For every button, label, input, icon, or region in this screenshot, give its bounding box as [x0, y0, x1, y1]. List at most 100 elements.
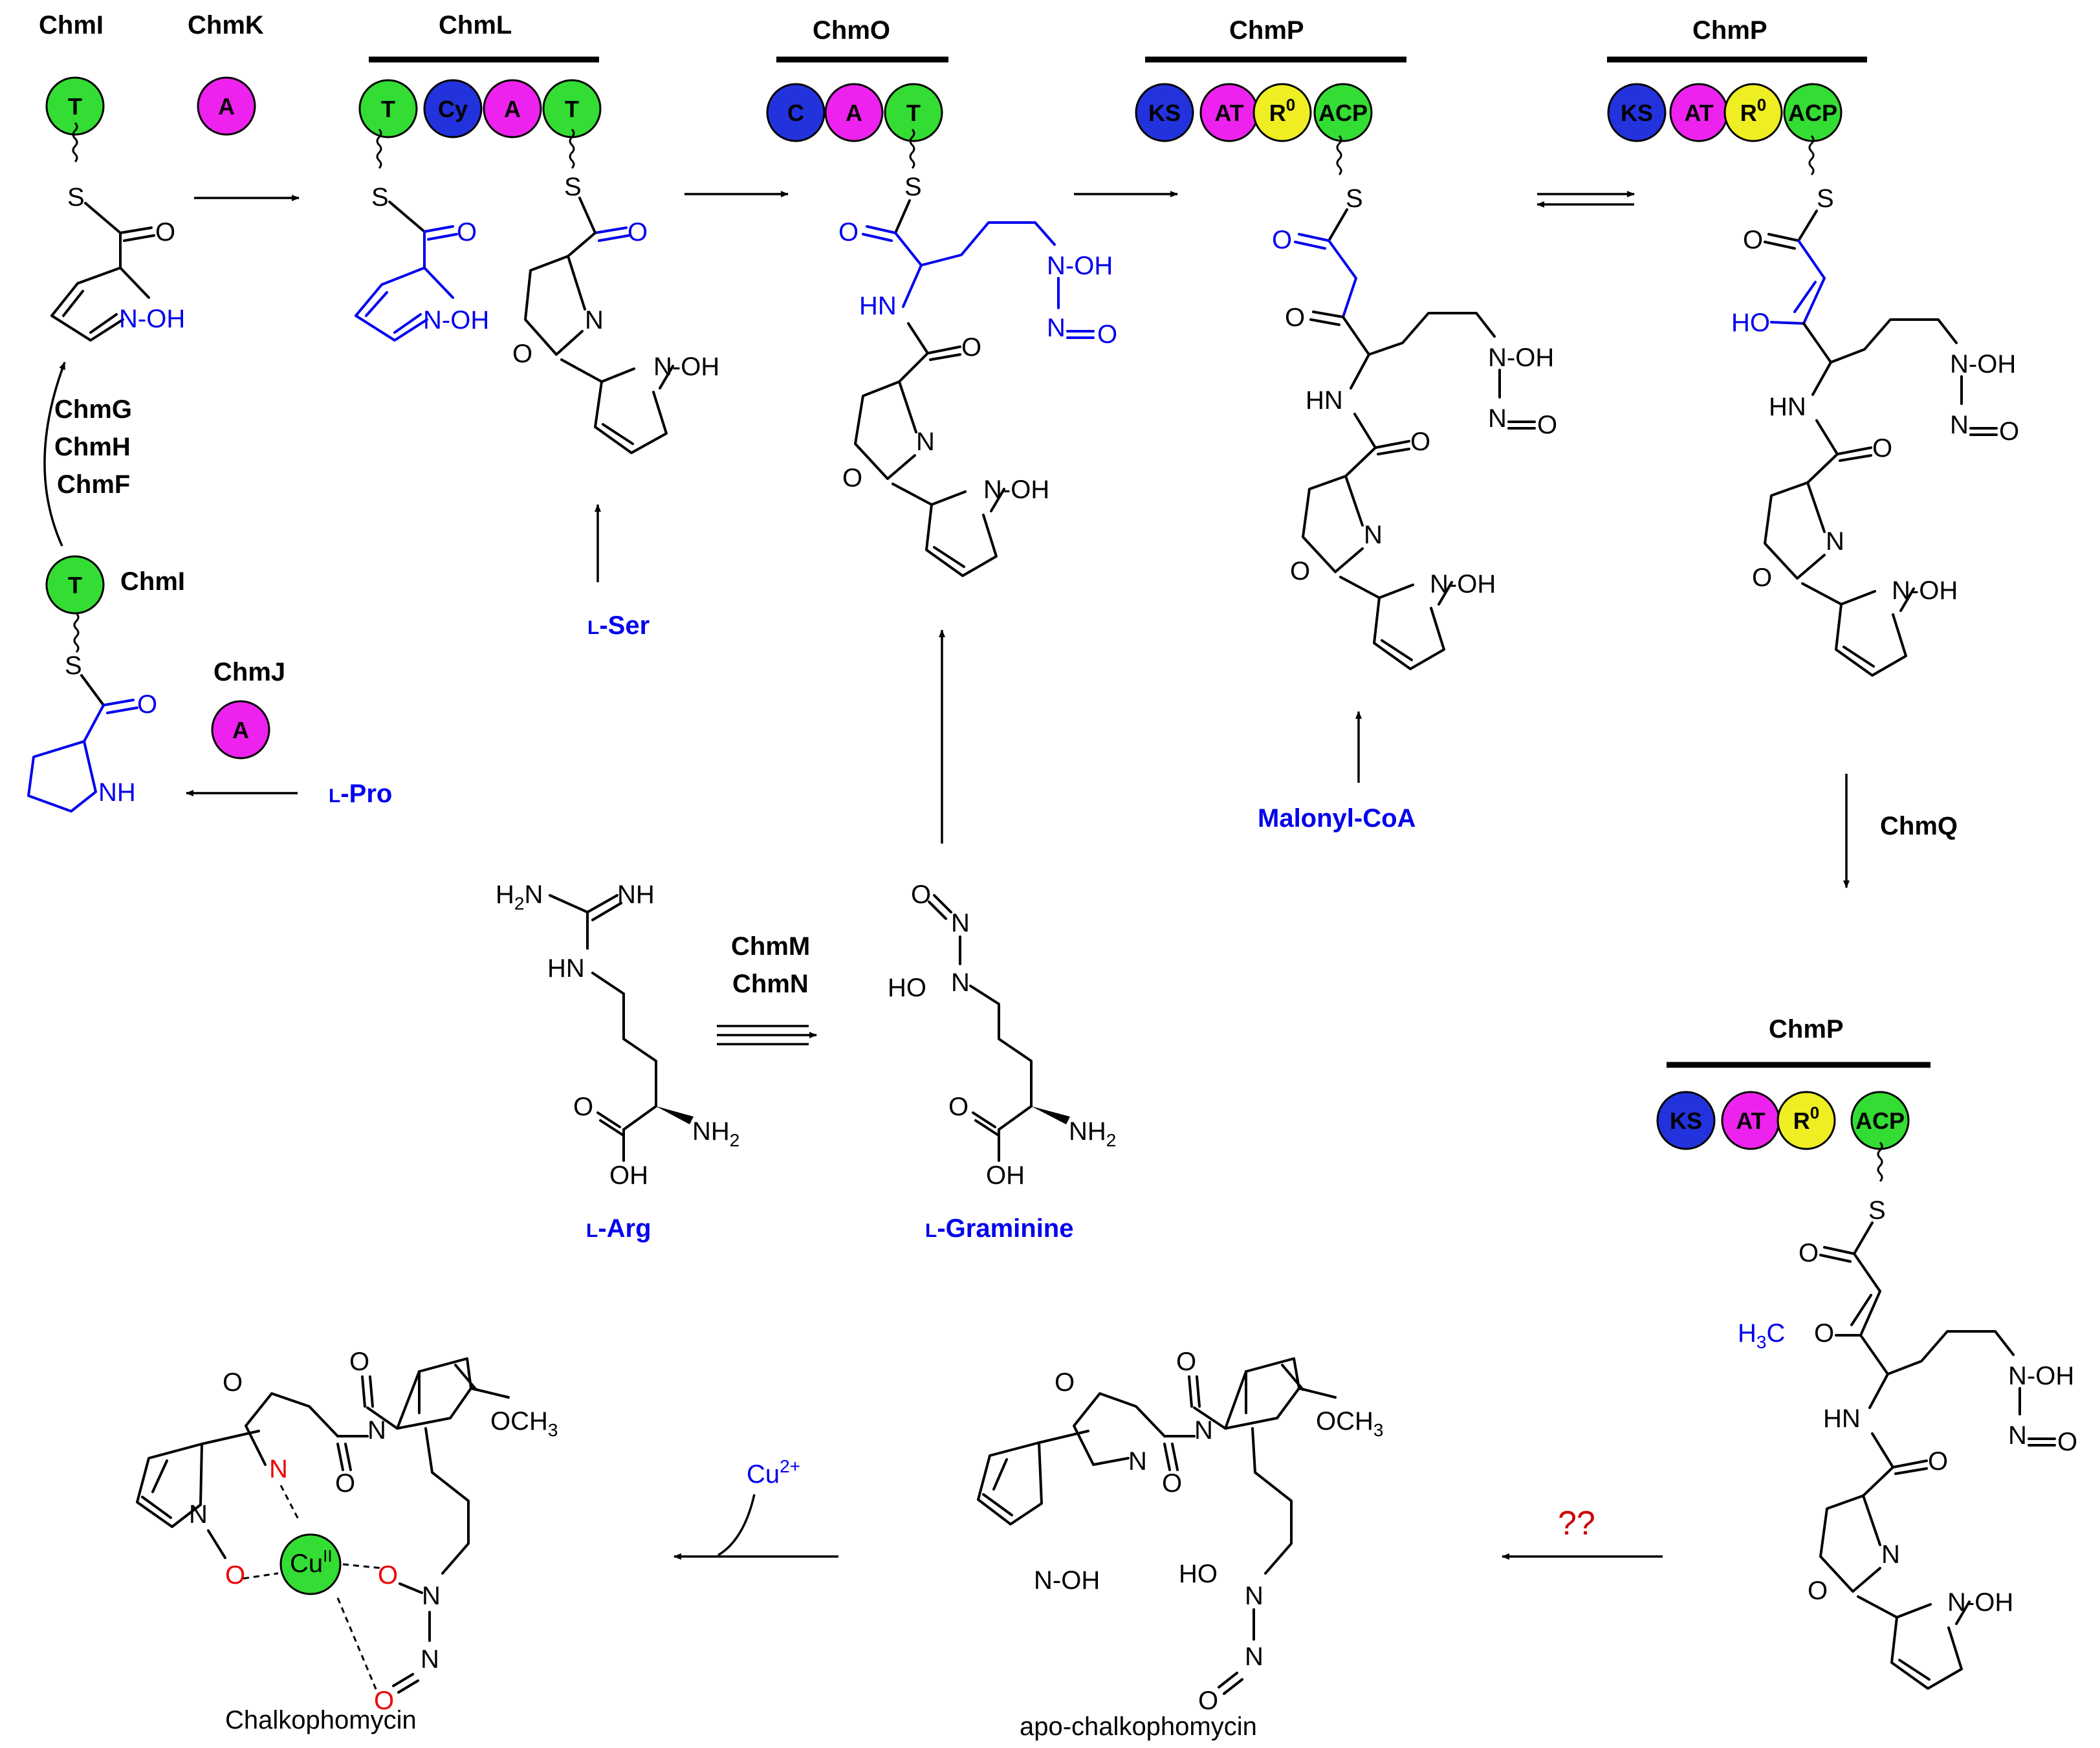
- atom-o: O: [573, 1093, 593, 1121]
- atom-n-oh: N-OH: [1950, 350, 2016, 378]
- structure-chml-bound: S O N-OH S O O N N-OH: [355, 128, 719, 454]
- atom-o: O: [137, 690, 157, 719]
- domain-ball-acp: ACP: [1313, 83, 1373, 142]
- atom-o: O: [1097, 320, 1117, 349]
- atom-n-oh: N-OH: [2008, 1362, 2074, 1390]
- structure-chmp-bound-enol: S O HO HN N-OH N O O O N N-OH: [1731, 135, 2019, 677]
- domain-ball-ks: KS: [1135, 83, 1194, 142]
- domain-label: A: [218, 93, 235, 120]
- atom-s: S: [67, 183, 85, 212]
- substrate-l-arg: L-Arg: [586, 1214, 651, 1243]
- domain-label: KS: [1621, 100, 1653, 126]
- atom-n: N: [951, 909, 970, 937]
- domain-ball-c: C: [766, 83, 826, 142]
- copper-ball: [279, 1533, 342, 1595]
- wedge-bond: [1031, 1106, 1070, 1124]
- atom-n-oh: N-OH: [423, 306, 489, 334]
- enzyme-label-chmo: ChmO: [813, 16, 890, 45]
- domain-circle: [766, 83, 826, 142]
- domain-ball-acp: ACP: [1783, 83, 1843, 142]
- atom-o: O: [1198, 1687, 1218, 1715]
- domain-label: ACP: [1788, 100, 1837, 126]
- enzyme-label-chmp-3: ChmP: [1769, 1015, 1844, 1043]
- domain-circle: [1607, 83, 1667, 142]
- domain-circle: [483, 79, 542, 138]
- atom-o: O: [349, 1348, 369, 1376]
- unknown-step-label: ??: [1558, 1505, 1595, 1542]
- atom-o: O: [1743, 226, 1763, 254]
- atom-n: N: [1881, 1540, 1900, 1569]
- atom-o: O: [1162, 1469, 1182, 1498]
- atom-n-oh: N-OH: [1430, 570, 1496, 598]
- domain-circle: [1135, 83, 1194, 142]
- atom-n: N: [1128, 1447, 1147, 1476]
- substrate-l-ser-text: -Ser: [599, 611, 650, 640]
- domain-ball-t: T: [45, 555, 105, 615]
- atom-o: O: [948, 1093, 968, 1121]
- atom-o: O: [911, 880, 931, 909]
- domain-label: T: [565, 96, 579, 122]
- domain-circle: [45, 555, 105, 615]
- atom-o: O: [335, 1469, 355, 1498]
- substrate-l-arg-text: -Arg: [598, 1214, 651, 1243]
- domain-label: R0: [1793, 1103, 1819, 1134]
- atom-o: O: [223, 1368, 243, 1397]
- small-caps-l: L: [925, 1220, 937, 1241]
- atom-n: N: [2008, 1421, 2027, 1450]
- atom-n-red: N: [269, 1455, 288, 1483]
- structure-chmi-prolyl-thioester: S O NH: [27, 612, 157, 813]
- atom-hn: HN: [1306, 386, 1343, 415]
- product-name-apo: apo-chalkophomycin: [1020, 1712, 1257, 1741]
- atom-o: O: [1272, 226, 1292, 254]
- domain-ball-ks: KS: [1656, 1091, 1716, 1150]
- atom-o: O: [842, 464, 862, 492]
- domain-ball-t: T: [45, 76, 105, 136]
- substrate-l-pro: L-Pro: [329, 780, 392, 808]
- cofactor-cu: Cu2+: [747, 1456, 800, 1489]
- atom-s: S: [904, 173, 922, 201]
- enzyme-label-chmj: ChmJ: [213, 658, 285, 686]
- domain-ball-r: R0: [1777, 1091, 1836, 1150]
- atom-o: O: [1537, 411, 1557, 439]
- domain-ball-t: T: [542, 79, 602, 138]
- domain-circle: [884, 83, 943, 142]
- domain-label: KS: [1670, 1108, 1702, 1134]
- atom-o: O: [1808, 1577, 1828, 1605]
- domain-ball-t: T: [358, 79, 418, 138]
- enzyme-label-chmk: ChmK: [188, 11, 264, 39]
- domain-ball-at: AT: [1669, 83, 1729, 142]
- enzyme-label-chmi-2: ChmI: [120, 567, 185, 596]
- atom-n: N: [421, 1645, 439, 1674]
- atom-n: N: [1194, 1416, 1213, 1445]
- domain-label: C: [787, 100, 804, 126]
- atom-n: N: [189, 1500, 208, 1529]
- domain-ball-r: R0: [1723, 83, 1783, 142]
- atom-n: N: [1245, 1643, 1263, 1671]
- atom-n: N: [1488, 404, 1507, 433]
- domain-ball-acp: ACP: [1850, 1091, 1910, 1150]
- atom-s: S: [564, 173, 582, 201]
- atom-n: N: [1245, 1582, 1263, 1610]
- domain-circle: [1777, 1091, 1836, 1150]
- domain-ball-a: A: [197, 76, 256, 136]
- atom-n: N: [1950, 411, 1969, 439]
- atom-o: O: [1410, 428, 1430, 456]
- small-caps-l: L: [329, 785, 340, 807]
- atom-o-red: O: [225, 1561, 245, 1590]
- substrate-l-graminine-text: -Graminine: [937, 1214, 1073, 1243]
- product-name-holo: Chalkophomycin: [225, 1706, 417, 1734]
- atom-hn: HN: [1823, 1404, 1861, 1433]
- domain-ball-at: AT: [1199, 83, 1259, 142]
- arrow-cu-curve: [717, 1494, 756, 1557]
- atom-n: N: [422, 1582, 441, 1610]
- atom-och3: OCH3: [490, 1407, 558, 1440]
- enzyme-label-chmm: ChmM: [731, 932, 810, 961]
- atom-n: N: [951, 968, 970, 997]
- domain-ball-t: T: [884, 83, 943, 142]
- atom-o-red: O: [378, 1561, 398, 1590]
- domain-label: A: [504, 96, 521, 122]
- structure-chmp-bound-keto: S O O HN N-OH N O O O N N-OH: [1272, 135, 1557, 670]
- atom-o: O: [1752, 563, 1772, 592]
- atom-s: S: [1868, 1196, 1886, 1225]
